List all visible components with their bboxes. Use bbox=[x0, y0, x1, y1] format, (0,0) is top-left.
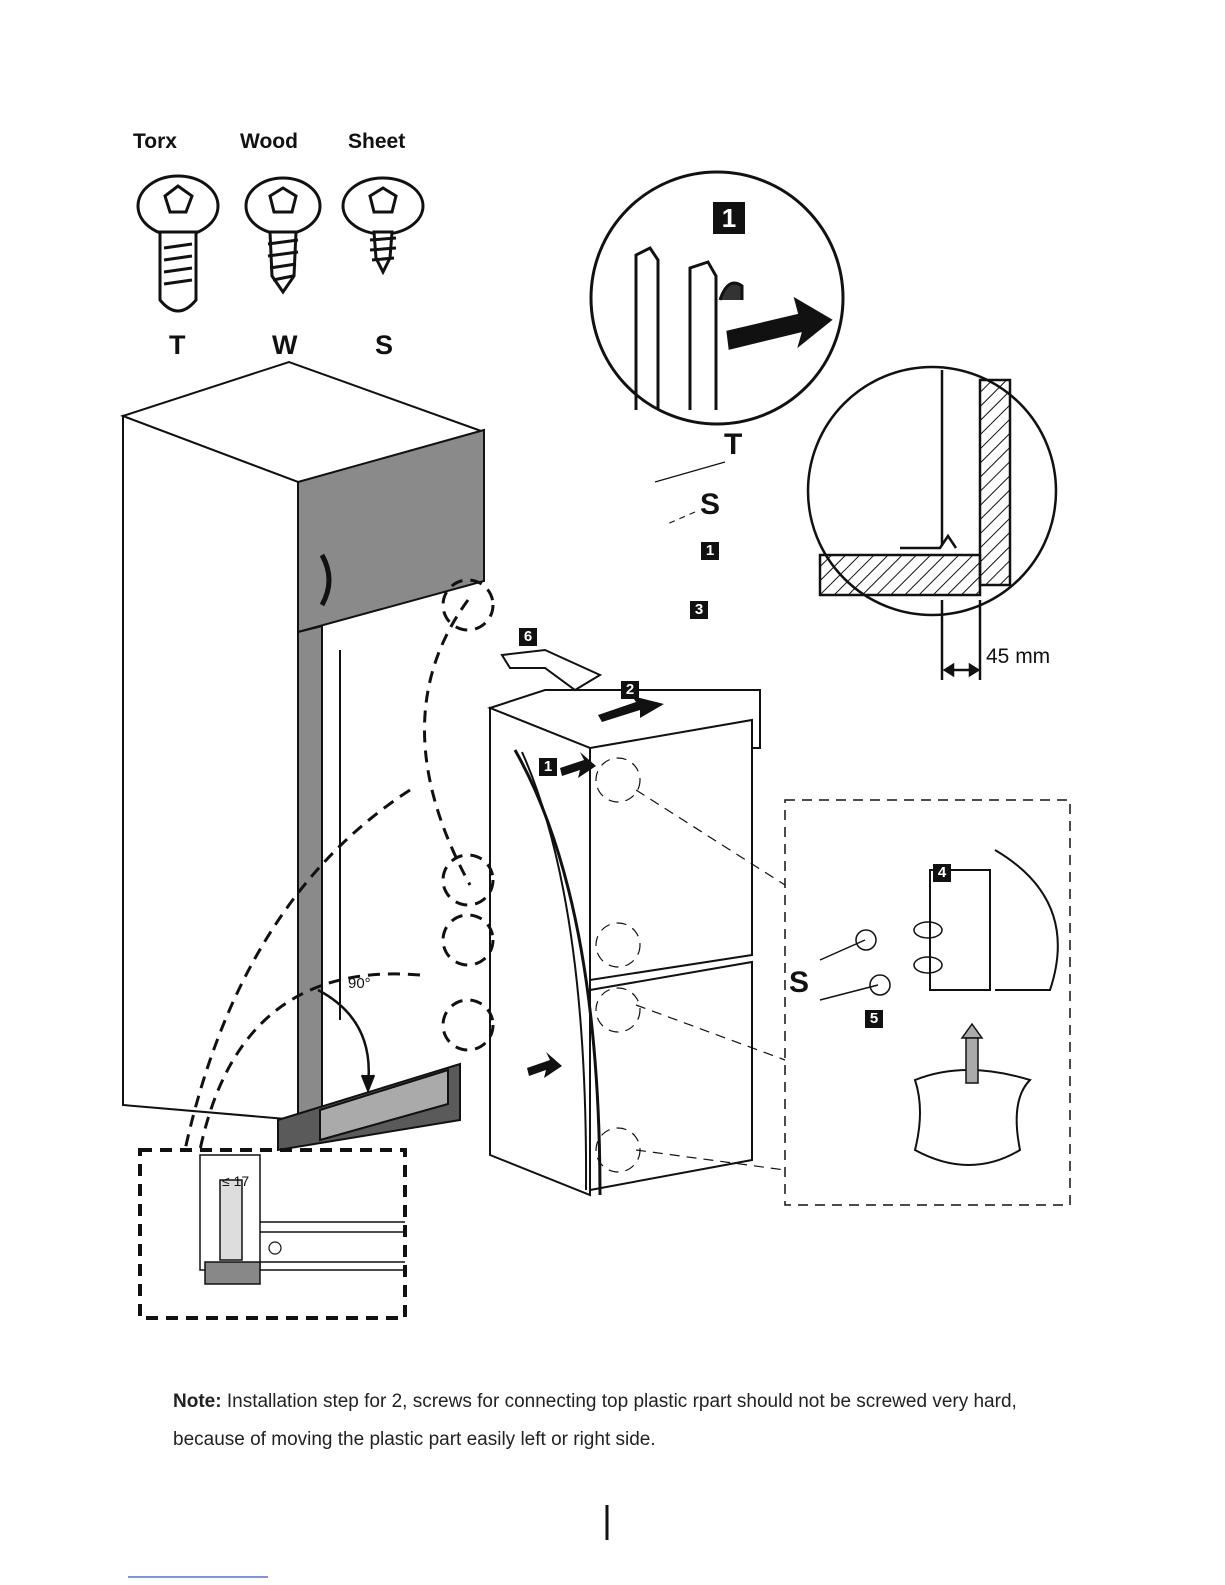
sheet-code: S bbox=[375, 330, 393, 361]
s-leader-line bbox=[665, 512, 695, 525]
step-6-arrow bbox=[502, 650, 600, 690]
step-2-badge: 2 bbox=[621, 681, 639, 699]
hinge-detail-box bbox=[785, 800, 1070, 1205]
step-1b-badge: 1 bbox=[539, 758, 557, 776]
step-3-badge: 3 bbox=[690, 601, 708, 619]
sheet-label: Sheet bbox=[348, 130, 405, 154]
step-6-badge: 6 bbox=[519, 628, 537, 646]
note-label: Note: bbox=[173, 1391, 222, 1412]
step-4-badge: 4 bbox=[933, 864, 951, 882]
wood-screw-icon bbox=[246, 178, 320, 292]
t-leader-line bbox=[655, 462, 725, 482]
plinth-detail-box bbox=[140, 1150, 405, 1318]
wood-code: W bbox=[272, 330, 297, 361]
t-callout: T bbox=[724, 428, 742, 462]
torx-code: T bbox=[169, 330, 186, 361]
dimension-45mm: 45 mm bbox=[986, 645, 1050, 669]
wood-label: Wood bbox=[240, 130, 298, 154]
refrigerator bbox=[490, 690, 760, 1195]
circle-step-badge: 1 bbox=[713, 202, 745, 234]
torx-screw-icon bbox=[138, 176, 218, 311]
angle-90-label: 90° bbox=[348, 975, 371, 992]
step-1a-badge: 1 bbox=[701, 542, 719, 560]
dimension-17-label: ≤ 17 bbox=[222, 1173, 249, 1189]
installation-note: Note: Installation step for 2, screws fo… bbox=[173, 1383, 1073, 1459]
note-text: Installation step for 2, screws for conn… bbox=[173, 1391, 1017, 1450]
sheet-screw-icon bbox=[343, 178, 423, 272]
s-callout-side: S bbox=[789, 966, 809, 1000]
s-callout-top: S bbox=[700, 488, 720, 522]
gap-detail-circle bbox=[808, 367, 1056, 680]
step-5-badge: 5 bbox=[865, 1010, 883, 1028]
kitchen-cabinet bbox=[123, 362, 484, 1150]
angle-indicator bbox=[318, 990, 374, 1090]
torx-label: Torx bbox=[133, 130, 177, 154]
